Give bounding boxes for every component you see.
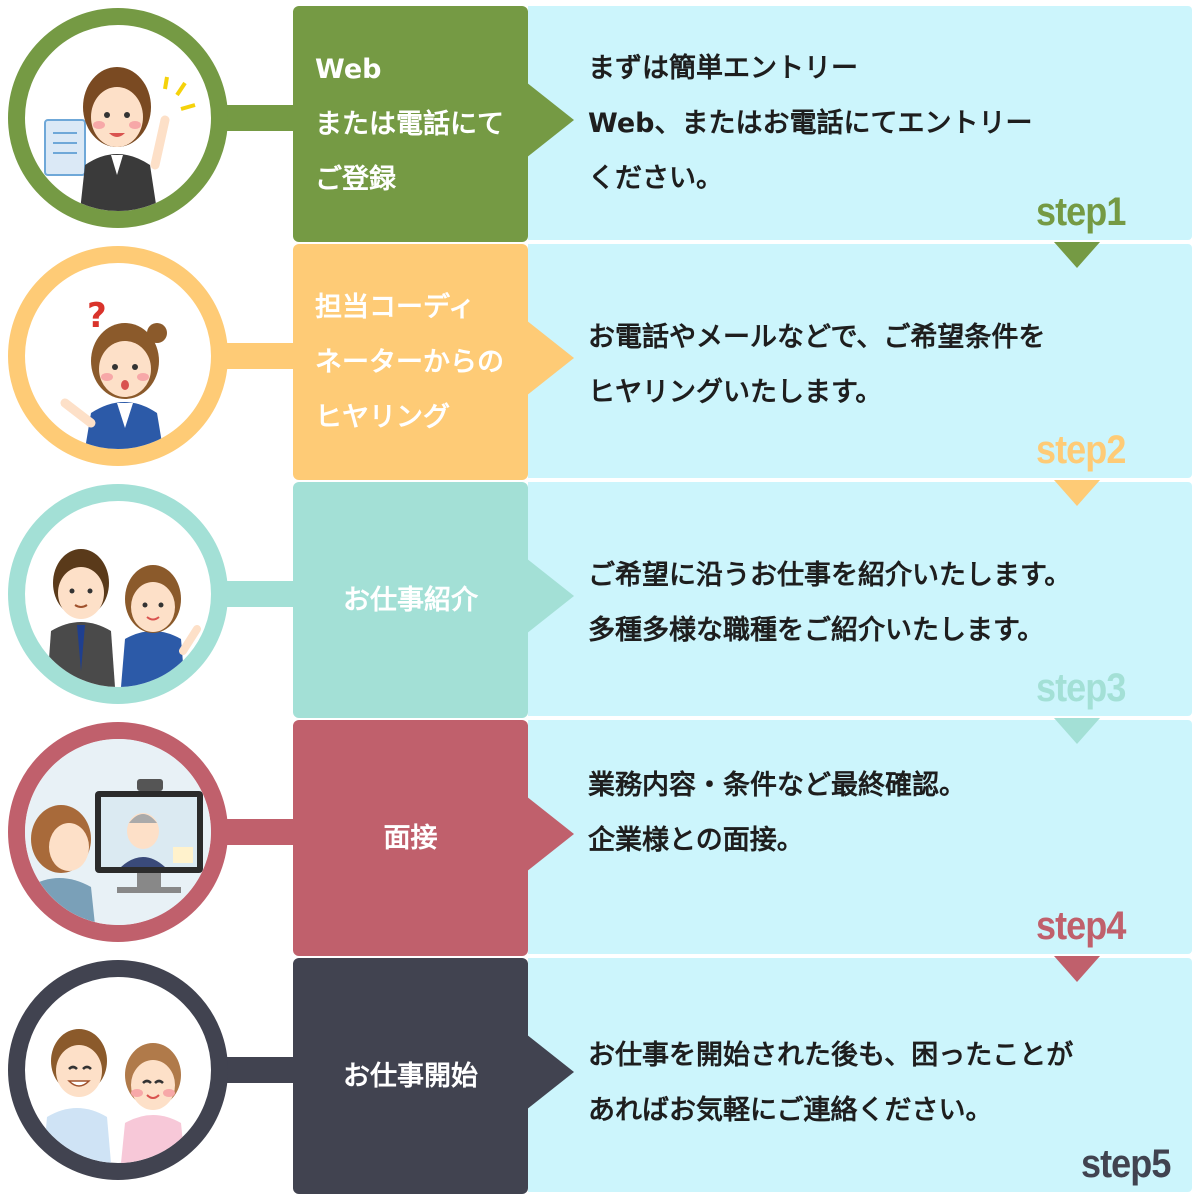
arrow-right-icon	[526, 82, 574, 158]
desc-line: まずは簡単エントリー	[588, 52, 858, 84]
down-arrow-icon	[1054, 242, 1100, 268]
step-label-box: お仕事開始	[293, 958, 528, 1194]
desc-line: お仕事を開始された後も、困ったことが	[588, 1040, 1074, 1071]
step-number: step5	[1080, 1142, 1170, 1186]
label-line: お仕事開始	[343, 1060, 478, 1092]
arrow-right-icon	[526, 558, 574, 634]
desc-line: お電話やメールなどで、ご希望条件を	[588, 322, 1046, 353]
step-number: step2	[1035, 428, 1125, 472]
desc-line: ヒヤリングいたします。	[588, 377, 883, 408]
step-number: step3	[1035, 666, 1125, 710]
desc-line: 企業様との面接。	[588, 825, 804, 856]
step-number: step1	[1035, 190, 1125, 234]
step-label-box: お仕事紹介	[293, 482, 528, 718]
woman-question-icon: ?	[8, 246, 228, 466]
label-line: お仕事紹介	[343, 584, 478, 616]
arrow-right-icon	[526, 796, 574, 872]
label-line: 担当コーディ	[315, 291, 476, 323]
step-row-3: お仕事紹介 ご希望に沿うお仕事を紹介いたします。 多種多様な職種をご紹介いたしま…	[0, 476, 1200, 744]
step-row-4: 面接 業務内容・条件など最終確認。 企業様との面接。 step4	[0, 714, 1200, 982]
step-label-box: Web または電話にて ご登録	[293, 6, 528, 242]
desc-line: 業務内容・条件など最終確認。	[588, 770, 966, 801]
svg-text:?: ?	[87, 296, 107, 336]
step-description: まずは簡単エントリー Web、またはお電話にてエントリー ください。	[528, 6, 1192, 240]
desc-line: あればお気軽にご連絡ください。	[588, 1095, 993, 1126]
down-arrow-icon	[1054, 480, 1100, 506]
desc-line: ご希望に沿うお仕事を紹介いたします。	[588, 560, 1072, 591]
man-and-woman-icon	[8, 484, 228, 704]
desc-line: ください。	[588, 162, 723, 194]
step-row-2: ? 担当コーディ ネーターからの ヒヤリング お電話やメールなどで、ご希望条件を…	[0, 238, 1200, 506]
step-number: step4	[1035, 904, 1125, 948]
step-label-box: 担当コーディ ネーターからの ヒヤリング	[293, 244, 528, 480]
desc-line: Web、またはお電話にてエントリー	[588, 107, 1033, 139]
arrow-right-icon	[526, 1034, 574, 1110]
label-line: ご登録	[315, 163, 396, 195]
label-line: 面接	[383, 822, 438, 854]
care-workers-icon	[8, 960, 228, 1180]
step-label-box: 面接	[293, 720, 528, 956]
label-line: ネーターからの	[315, 346, 504, 378]
label-line: または電話にて	[315, 108, 504, 140]
step-description: お仕事を開始された後も、困ったことが あればお気軽にご連絡ください。	[528, 958, 1192, 1192]
step-description: 業務内容・条件など最終確認。 企業様との面接。	[528, 720, 1192, 954]
down-arrow-icon	[1054, 718, 1100, 744]
step-row-1: Web または電話にて ご登録 まずは簡単エントリー Web、またはお電話にてエ…	[0, 0, 1200, 268]
step-row-5: お仕事開始 お仕事を開始された後も、困ったことが あればお気軽にご連絡ください。…	[0, 952, 1200, 1194]
desc-line: 多種多様な職種をご紹介いたします。	[588, 615, 1045, 646]
arrow-right-icon	[526, 320, 574, 396]
label-line: Web	[315, 53, 382, 85]
step-description: ご希望に沿うお仕事を紹介いたします。 多種多様な職種をご紹介いたします。	[528, 482, 1192, 716]
label-line: ヒヤリング	[315, 401, 450, 433]
step-description: お電話やメールなどで、ご希望条件を ヒヤリングいたします。	[528, 244, 1192, 478]
video-interview-icon	[8, 722, 228, 942]
woman-with-clipboard-icon	[8, 8, 228, 228]
down-arrow-icon	[1054, 956, 1100, 982]
